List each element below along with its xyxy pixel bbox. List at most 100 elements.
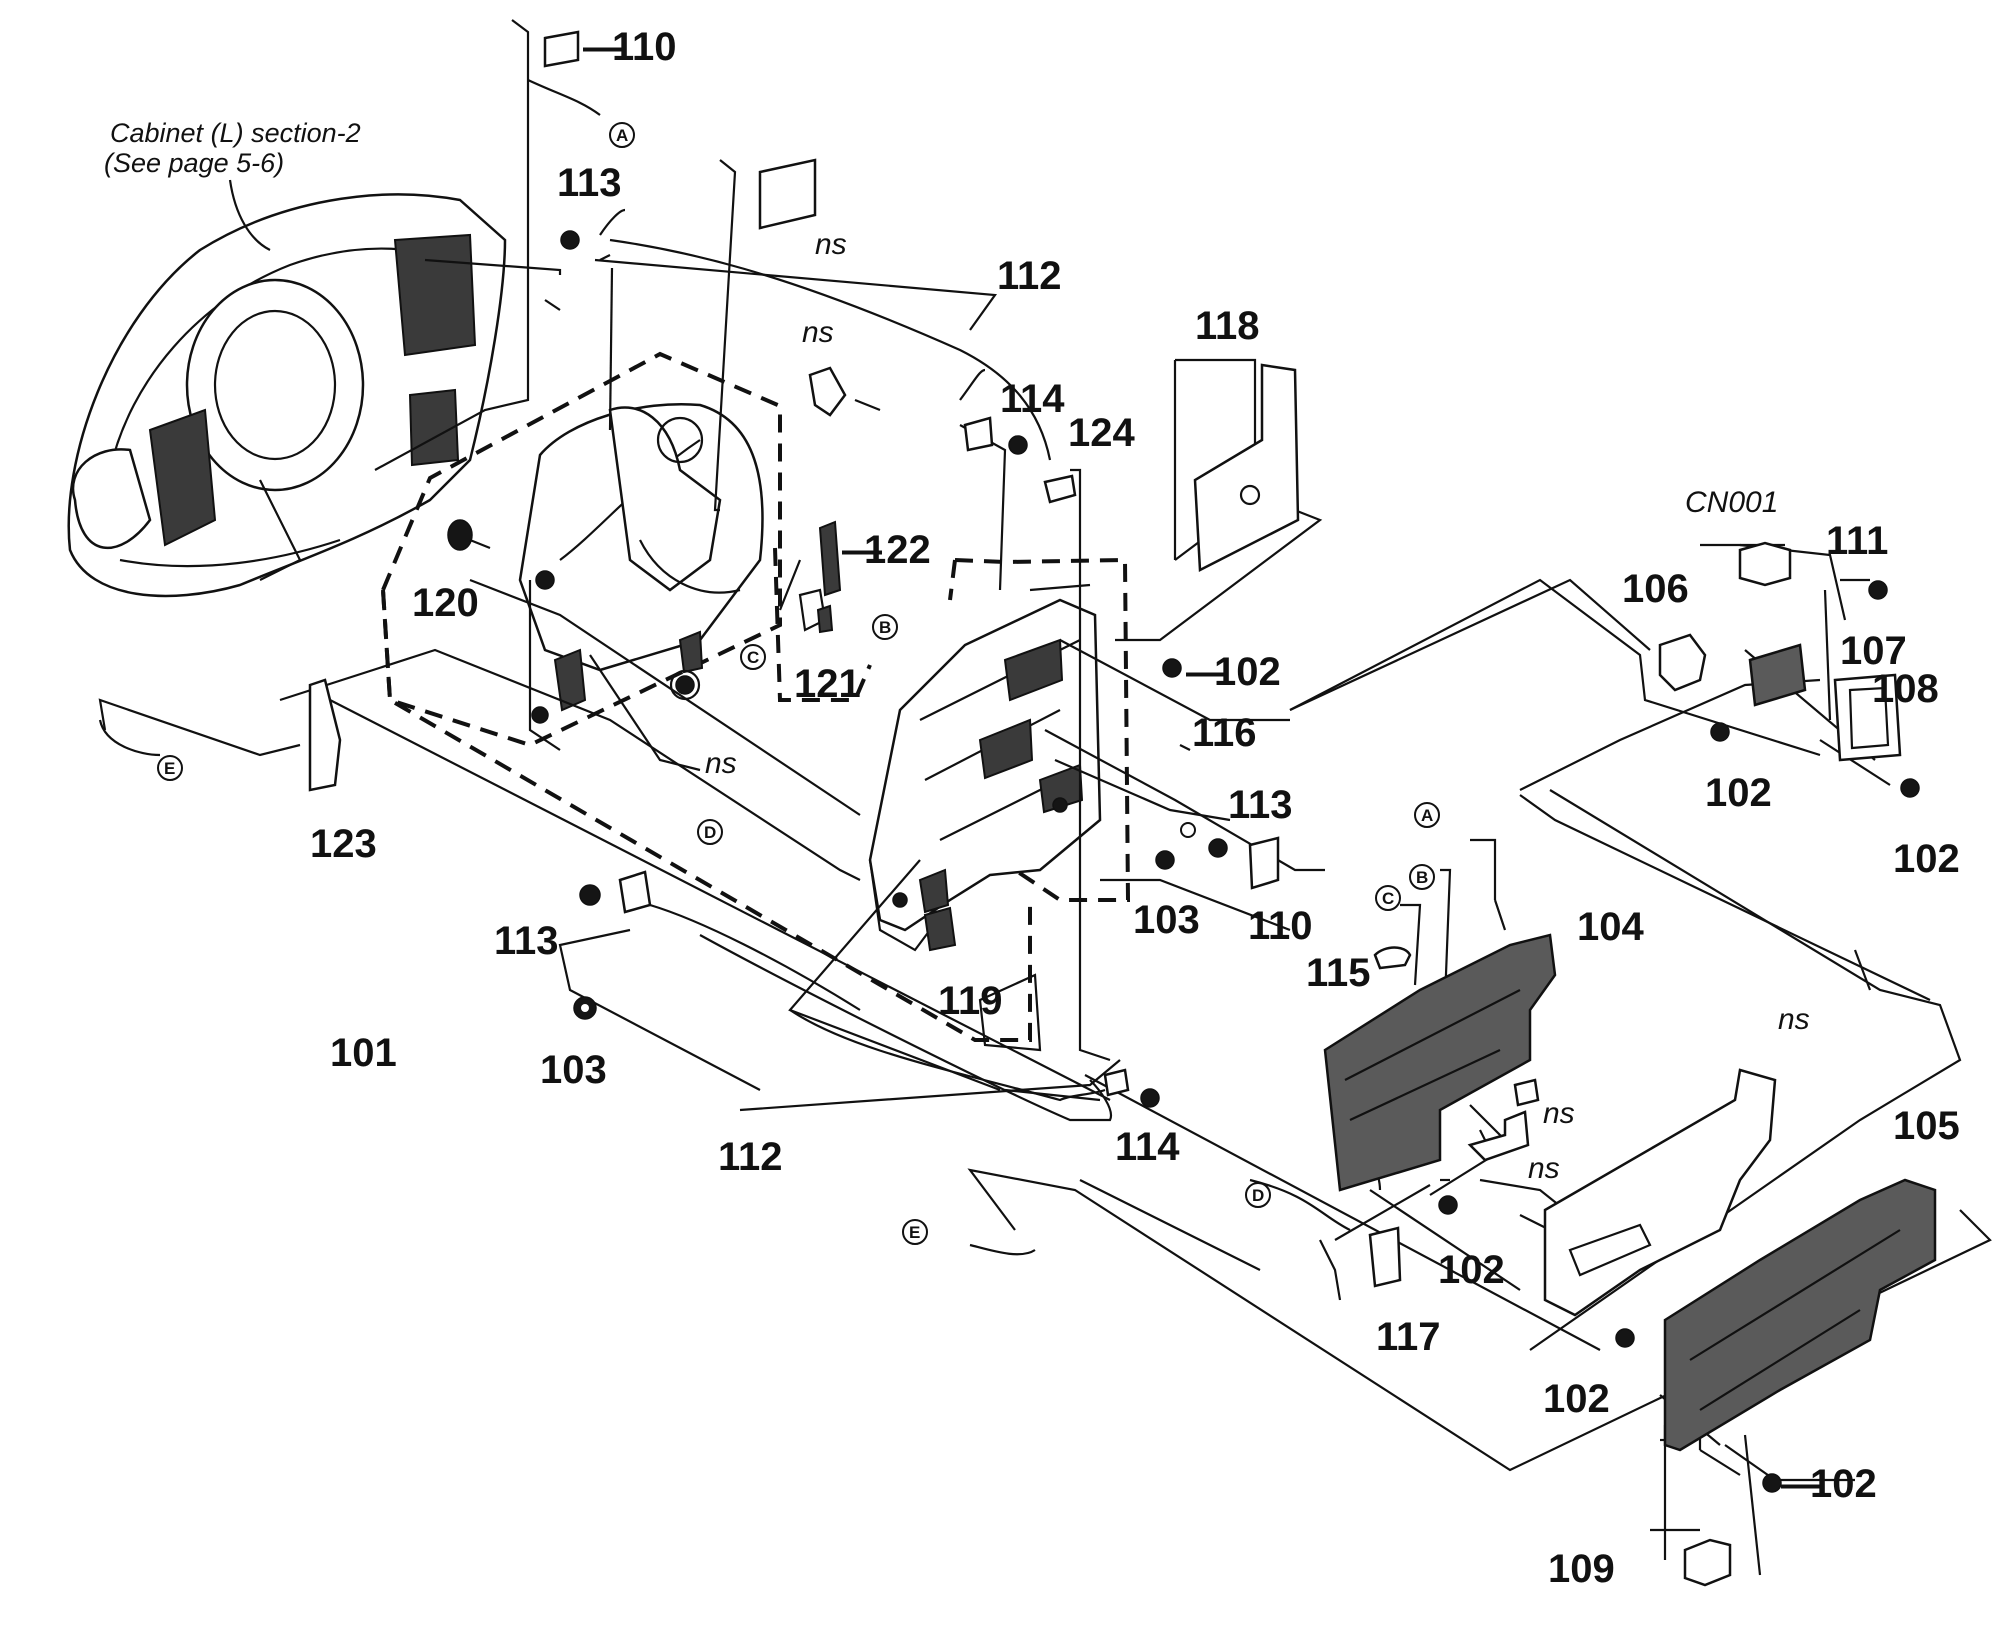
svg-text:B: B xyxy=(1416,868,1428,887)
label-102-d: 102 xyxy=(1438,1248,1505,1292)
label-116: 116 xyxy=(1192,711,1257,755)
part-114-screw-top xyxy=(1008,435,1028,455)
svg-text:A: A xyxy=(1421,806,1433,825)
part-ns-shield-plate xyxy=(1543,1068,1777,1317)
part-118-sheet xyxy=(1193,363,1300,572)
part-102-screw-b xyxy=(1710,722,1730,742)
part-112-wire-top xyxy=(959,368,986,401)
label-113-top: 113 xyxy=(557,161,622,205)
connection-point-d-mid: D xyxy=(697,819,723,845)
part-114-bracket-lower xyxy=(1103,1068,1130,1097)
part-120-screw xyxy=(447,519,491,551)
ns-label-clip: ns xyxy=(802,316,834,349)
cabinet-note-line1: Cabinet (L) section-2 xyxy=(110,118,361,148)
part-113-screw-right xyxy=(1208,838,1228,858)
part-113-wire xyxy=(599,208,626,261)
label-113-right: 113 xyxy=(1228,783,1293,827)
part-ns-block-a xyxy=(1513,1078,1540,1107)
assembly-101-frame xyxy=(380,351,1032,1042)
label-119: 119 xyxy=(938,979,1003,1023)
connection-point-a-top: A xyxy=(609,122,635,148)
part-ns-ring xyxy=(669,669,701,701)
ns-label-shield: ns xyxy=(1778,1003,1810,1036)
part-ns-block-b xyxy=(1467,1110,1530,1162)
cabinet-note-line2: (See page 5-6) xyxy=(104,148,284,178)
part-106-bracket xyxy=(1658,633,1707,692)
label-110-right: 110 xyxy=(1248,904,1313,948)
part-111-screw xyxy=(1868,580,1888,600)
connection-point-c-right: C xyxy=(1375,885,1401,911)
part-102-screw-e xyxy=(1615,1328,1635,1348)
svg-text:B: B xyxy=(879,618,891,637)
svg-text:A: A xyxy=(616,126,628,145)
svg-text:C: C xyxy=(1382,889,1394,908)
part-117-pad xyxy=(1368,1226,1402,1288)
part-119-bracket xyxy=(923,906,957,952)
part-112-bracket-lower xyxy=(618,870,652,914)
connection-point-b-right: B xyxy=(1409,864,1435,890)
label-117: 117 xyxy=(1376,1315,1441,1359)
label-118: 118 xyxy=(1195,304,1260,348)
svg-text:C: C xyxy=(747,648,759,667)
label-121: 121 xyxy=(794,662,861,706)
part-102-screw-a xyxy=(1162,658,1182,678)
part-122-bracket xyxy=(818,520,842,597)
part-102-screw-f xyxy=(1762,1473,1782,1493)
label-113-left: 113 xyxy=(494,919,559,963)
part-ns-clip xyxy=(808,366,847,417)
label-dash-122: — xyxy=(842,528,882,572)
label-122: 122 xyxy=(864,528,931,572)
label-123: 123 xyxy=(310,822,377,866)
assembly-121-122-dashed xyxy=(773,547,872,702)
part-110-top-sheet xyxy=(543,30,580,68)
part-114-screw-lower xyxy=(1140,1088,1160,1108)
label-101: 101 xyxy=(330,1031,397,1075)
part-109-connector xyxy=(1683,1538,1732,1587)
connection-lines xyxy=(98,19,1992,1576)
part-ns-sheet-top xyxy=(758,158,817,230)
ns-label-ring: ns xyxy=(705,747,737,780)
part-115-clip xyxy=(1373,946,1412,970)
part-107-board xyxy=(1748,643,1807,707)
label-103-lower: 103 xyxy=(540,1048,607,1092)
part-cn001-connector xyxy=(1738,541,1792,587)
label-dash-110-top: — xyxy=(583,25,623,69)
part-102-screw-c xyxy=(1900,778,1920,798)
label-111: 111 xyxy=(1826,519,1888,563)
connection-point-e-bottom: E xyxy=(902,1219,928,1245)
label-106: 106 xyxy=(1622,567,1689,611)
label-102-b: 102 xyxy=(1705,771,1772,815)
label-112-top: 112 xyxy=(997,254,1062,298)
label-105: 105 xyxy=(1893,1104,1960,1148)
part-110-sheet-right xyxy=(1248,836,1280,890)
label-102-c: 102 xyxy=(1893,837,1960,881)
connection-point-e-left: E xyxy=(157,755,183,781)
ns-label-top-sheet: ns xyxy=(815,228,847,261)
part-124-pad xyxy=(1043,474,1077,504)
cn001-label: CN001 xyxy=(1685,486,1778,519)
svg-text:D: D xyxy=(1252,1186,1264,1205)
connection-point-d-right: D xyxy=(1245,1182,1271,1208)
label-107: 107 xyxy=(1840,629,1907,673)
label-dash-102-f: — xyxy=(1781,1462,1821,1506)
connection-point-b-mid: B xyxy=(872,614,898,640)
cabinet-left-section xyxy=(67,193,507,598)
label-124: 124 xyxy=(1068,411,1135,455)
part-123-sheet xyxy=(308,678,342,792)
part-113-screw-left xyxy=(579,884,601,906)
ns-label-block-b: ns xyxy=(1528,1152,1560,1185)
svg-text:E: E xyxy=(164,759,175,778)
part-102-screw-d xyxy=(1438,1195,1458,1215)
label-104: 104 xyxy=(1577,905,1644,949)
label-112-lower: 112 xyxy=(718,1135,783,1179)
part-104-board xyxy=(1323,933,1557,1192)
label-120: 120 xyxy=(412,581,479,625)
label-102-e: 102 xyxy=(1543,1377,1610,1421)
connection-point-a-right: A xyxy=(1414,802,1440,828)
label-dash-102-a: — xyxy=(1186,650,1226,694)
part-113-screw-top xyxy=(560,230,580,250)
label-110-top: 110 xyxy=(612,25,677,69)
cabinet-leader xyxy=(228,179,271,251)
